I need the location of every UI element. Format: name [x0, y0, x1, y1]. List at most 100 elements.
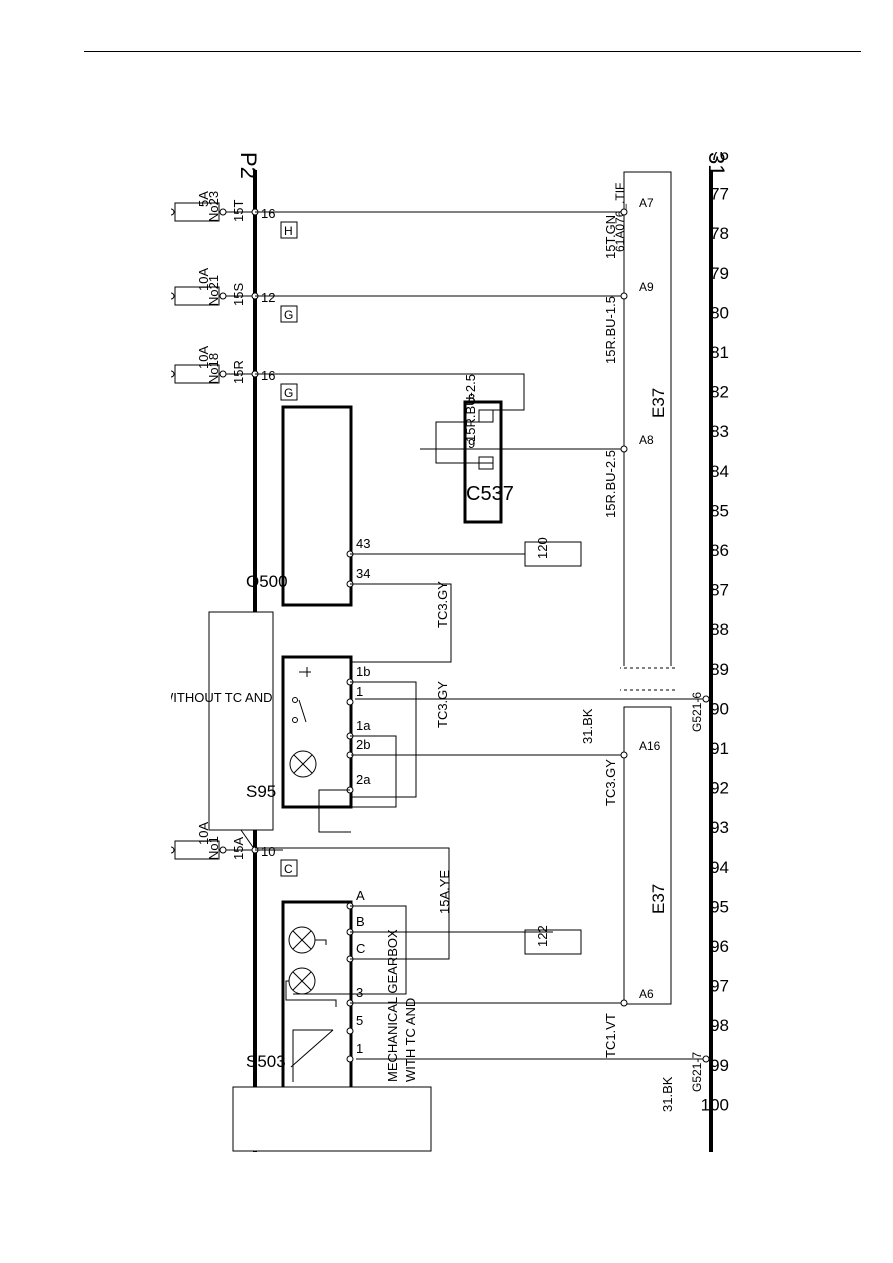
wire-label-15tgn: 15T.GN	[603, 215, 618, 259]
reference-120: 120	[535, 537, 550, 559]
c537-pin-8: 8	[468, 391, 475, 406]
e37-pin-label: A7	[639, 196, 654, 210]
fuse-body	[174, 840, 220, 860]
e37-connector-right	[623, 171, 672, 678]
wire-label-15rbu15: 15R.BU-1.5	[603, 296, 618, 364]
c537-component	[463, 400, 503, 524]
s503-pin-1	[346, 1055, 354, 1063]
note-without-leader	[240, 829, 256, 851]
fuse-rail-label: 15S	[231, 283, 246, 306]
rail-31-label: 31	[704, 152, 729, 176]
fuse-tag: C	[284, 862, 293, 876]
fuse-rating: 10A	[196, 822, 211, 845]
grid-number: 87	[710, 581, 729, 600]
wire-label-tc1vt: TC1.VT	[603, 1013, 618, 1058]
o500-label: O500	[246, 572, 288, 591]
grid-number: 80	[710, 303, 729, 322]
grid-number: 79	[710, 264, 729, 283]
wire-label-15aye: 15A.YE	[437, 870, 452, 914]
fuse-tag-box	[280, 383, 298, 401]
c537-pins	[478, 409, 494, 470]
ground-wire-g521-6: G521-6 31.BK	[355, 692, 710, 744]
fuse-tag-box	[280, 859, 298, 877]
fuse-body	[174, 286, 220, 306]
grid-numbers: 7677787980818283848586878889909192939495…	[701, 152, 729, 1114]
wire-labels: TC1.VT 15A.YE TC3.GY TC3.GY TC3.GY 15R.B…	[435, 215, 618, 1058]
grid-number: 89	[710, 660, 729, 679]
note-without-line1: WITHOUT TC AND	[171, 690, 272, 705]
reference-122: 122	[535, 925, 550, 947]
e37-connector-left	[623, 706, 672, 1005]
grid-number: 100	[701, 1095, 729, 1114]
fuse-tag-box	[280, 221, 298, 239]
grid-number: 77	[710, 185, 729, 204]
reference-120-box	[524, 541, 582, 567]
grid-number: 92	[710, 779, 729, 798]
grid-number: 98	[710, 1016, 729, 1035]
e37-pin	[620, 999, 628, 1007]
fuse-pin: 12	[261, 290, 275, 305]
note-with-line1: WITH TC AND	[403, 998, 418, 1082]
fuse-name: No23	[206, 191, 221, 222]
grid-number: 94	[710, 858, 729, 877]
s503-label: S503	[246, 1052, 286, 1071]
s95-pin-label: 1b	[356, 664, 370, 679]
grid-number: 82	[710, 383, 729, 402]
fuse-pin: 10	[261, 844, 275, 859]
e37-pin	[620, 445, 628, 453]
o500-pin-label: 34	[356, 566, 370, 581]
grid-number: 78	[710, 224, 729, 243]
grid-number: 96	[710, 937, 729, 956]
wire-label-31bk-2: 31.BK	[580, 708, 595, 744]
s503-internals	[285, 926, 337, 1082]
c537-loop	[435, 421, 493, 464]
s95-pin-label: 2b	[356, 737, 370, 752]
e37-pin-label: A16	[639, 739, 661, 753]
fuse-rail-label: 15A	[231, 837, 246, 860]
s95-component	[281, 655, 353, 809]
wire-label-15rbu25-2: 15R.BU-2.5	[463, 374, 478, 442]
e37-pin-label: A6	[639, 987, 654, 1001]
s503-pin-label: A	[356, 888, 365, 903]
reference-122-box	[524, 929, 582, 955]
e37-pin-label: A9	[639, 280, 654, 294]
e37-pin	[620, 208, 628, 216]
s503-pin-label: C	[356, 941, 365, 956]
fuse-rating: 10A	[196, 346, 211, 369]
note-with-line2: MECHANICAL GEARBOX	[385, 929, 400, 1082]
note-with-box	[232, 1086, 432, 1152]
fuse-pin: 16	[261, 206, 275, 221]
fuse-name: No18	[206, 353, 221, 384]
fuse-name: No21	[206, 275, 221, 306]
s95-lamp	[289, 750, 317, 778]
wire-label-tc3gy-2: TC3.GY	[435, 681, 450, 728]
s95-pin-label: 1	[356, 684, 363, 699]
ground-label-g521-7: G521-7	[690, 1052, 704, 1092]
s95-internals	[289, 667, 317, 778]
s95-label: S95	[246, 782, 276, 801]
s95-pin-label: 2a	[356, 772, 371, 787]
grid-number: 90	[710, 699, 729, 718]
fuse-tag: G	[284, 386, 293, 400]
s503-pin-label: 1	[356, 1041, 363, 1056]
fuse-tag-box	[280, 305, 298, 323]
fuse-pin: 16	[261, 368, 275, 383]
fuse-name: No1	[206, 836, 221, 860]
wire-label-tc3gy-3: TC3.GY	[435, 581, 450, 628]
fuse-body	[174, 364, 220, 384]
grid-number: 93	[710, 818, 729, 837]
s503-pin-5	[346, 1027, 354, 1035]
grid-number: 81	[710, 343, 729, 362]
grid-number: 86	[710, 541, 729, 560]
e37-pin	[620, 751, 628, 759]
c537-label: C537	[466, 483, 514, 505]
wiring-diagram: P2 31 7677787980818283848586878889909192…	[171, 152, 729, 1152]
rail-p2-label: P2	[236, 152, 261, 179]
fuse-body	[174, 202, 220, 222]
